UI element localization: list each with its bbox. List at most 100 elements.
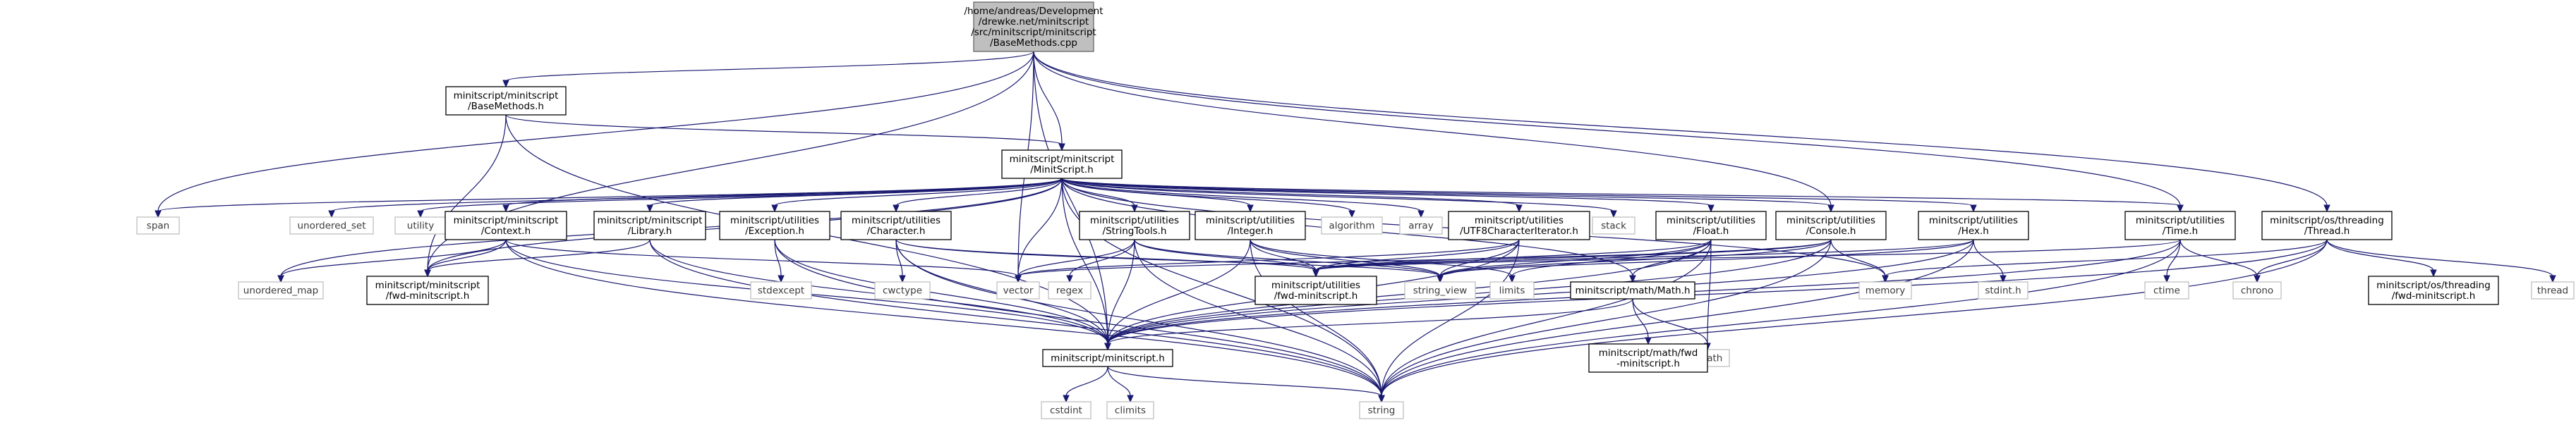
dependency-edge: [895, 239, 1441, 277]
dependency-edge: [1885, 239, 2328, 277]
node-label: minitscript/minitscript: [375, 280, 480, 291]
node-fwd-minitscript-h[interactable]: minitscript/minitscript/fwd-minitscript.…: [366, 276, 489, 305]
node-label: regex: [1056, 285, 1083, 297]
dependency-edge: [1250, 239, 1317, 271]
dependency-edge: [1017, 239, 1832, 277]
node-box: [996, 281, 1040, 300]
node-utilities-fwd-h[interactable]: minitscript/utilities/fwd-minitscript.h: [1254, 276, 1377, 305]
nodes-layer: /home/andreas/Development/drewke.net/min…: [136, 1, 2575, 419]
node-stdint-h: stdint.h: [1978, 281, 2028, 300]
node-thread: thread: [2531, 281, 2575, 300]
dependency-edge: [1061, 178, 1422, 212]
dependency-edge: [1033, 51, 2181, 207]
node-label: algorithm: [1329, 221, 1374, 232]
dependency-edge: [1134, 239, 1382, 397]
dependency-edge: [774, 239, 1108, 345]
node-label: chrono: [2241, 285, 2273, 297]
node-string-view: string_view: [1404, 281, 1476, 300]
dependency-edge: [1061, 178, 1614, 212]
edge-arrowhead: [893, 204, 900, 213]
node-label: vector: [1003, 285, 1034, 297]
dependency-edge: [1973, 239, 2004, 277]
dependency-edge: [1381, 239, 2328, 397]
edge-arrowhead: [1707, 204, 1715, 213]
node-ctime: ctime: [2144, 281, 2189, 300]
node-thread-h[interactable]: minitscript/os/threading/Thread.h: [2261, 211, 2393, 240]
dependency-edge: [1107, 239, 2328, 345]
node-label: minitscript/utilities: [1206, 215, 1295, 226]
edge-arrowhead: [2177, 204, 2184, 213]
node-box: [750, 281, 812, 300]
node-box: [2124, 211, 2236, 240]
node-hex-h[interactable]: minitscript/utilities/Hex.h: [1918, 211, 2029, 240]
node-context-h[interactable]: minitscript/minitscript/Context.h: [445, 211, 567, 240]
edge-arrowhead: [1610, 210, 1617, 218]
node-library-h[interactable]: minitscript/minitscript/Library.h: [593, 211, 706, 240]
node-label: string: [1368, 405, 1396, 417]
dependency-edge: [1381, 239, 1974, 397]
dependency-edge: [2166, 239, 2181, 277]
dependency-edge: [1107, 366, 1382, 397]
node-time-h[interactable]: minitscript/utilities/Time.h: [2124, 211, 2236, 240]
node-label: minitscript/utilities: [1475, 215, 1564, 226]
node-box: [1592, 216, 1635, 235]
dependency-edge: [427, 114, 507, 271]
node-minitscript-minitscript-h[interactable]: minitscript/minitscript.h: [1042, 349, 1173, 367]
node-basemethods-h[interactable]: minitscript/minitscript/BaseMethods.h: [445, 86, 567, 116]
edge-arrowhead: [1970, 204, 1977, 213]
edge-arrowhead: [1516, 204, 1523, 213]
dependency-edge: [1017, 239, 1135, 277]
dependency-edge: [1315, 239, 2181, 271]
dependency-edge: [1061, 178, 1712, 207]
node-math-h[interactable]: minitscript/math/Math.h: [1570, 281, 1695, 300]
dependency-edge: [1315, 239, 1712, 271]
edge-arrowhead: [1015, 275, 1022, 283]
dependency-edge: [2326, 239, 2553, 277]
node-box: [1399, 216, 1443, 235]
node-math-fwd-h[interactable]: minitscript/math/fwd-minitscript.h: [1588, 343, 1708, 373]
node-box: [1404, 281, 1476, 300]
node-console-h[interactable]: minitscript/utilities/Console.h: [1775, 211, 1887, 240]
node-minitscript-h[interactable]: minitscript/minitscript/MinitScript.h: [1001, 149, 1123, 179]
edge-arrowhead: [1417, 210, 1425, 218]
edge-arrowhead: [1437, 275, 1444, 283]
dependency-edge: [1017, 239, 1520, 277]
dependency-edge: [1134, 239, 1317, 271]
node-box: [840, 211, 952, 240]
dependency-edge: [1315, 239, 1520, 271]
node-array: array: [1399, 216, 1443, 235]
dependency-edge: [2326, 239, 2434, 271]
node-utf8-h[interactable]: minitscript/utilities/UTF8CharacterItera…: [1448, 211, 1590, 240]
node-float-h[interactable]: minitscript/utilities/Float.h: [1655, 211, 1767, 240]
edge-arrowhead: [1058, 143, 1065, 152]
node-label: minitscript/utilities: [1929, 215, 2018, 226]
dependency-edge: [505, 239, 1382, 397]
dependency-edge: [1107, 239, 1251, 345]
dependency-edge: [1250, 239, 1441, 277]
dependency-edge: [649, 178, 1063, 207]
dependency-edge: [1250, 239, 1513, 277]
edges-layer: [155, 51, 2556, 403]
node-box: [1570, 281, 1695, 300]
node-integer-h[interactable]: minitscript/utilities/Integer.h: [1195, 211, 1306, 240]
edge-arrowhead: [771, 204, 778, 213]
node-label: /Character.h: [867, 226, 926, 237]
node-label: /Thread.h: [2304, 226, 2350, 237]
node-thread-fwd-h[interactable]: minitscript/os/threading/fwd-minitscript…: [2368, 276, 2499, 305]
edge-arrowhead: [1063, 395, 1070, 403]
edge-arrowhead: [1827, 204, 1834, 213]
node-stringtools-h[interactable]: minitscript/utilities/StringTools.h: [1079, 211, 1190, 240]
node-exception-h[interactable]: minitscript/utilities/Exception.h: [719, 211, 830, 240]
node-box: [136, 216, 180, 235]
node-label: /home/andreas/Development: [964, 6, 1103, 17]
node-unordered-set: unordered_set: [289, 216, 374, 235]
dependency-edge: [1061, 178, 1353, 212]
node-stdexcept: stdexcept: [750, 281, 812, 300]
node-label: minitscript/utilities: [852, 215, 941, 226]
node-label: minitscript/utilities: [2136, 215, 2225, 226]
node-utility: utility: [394, 216, 447, 235]
node-box: [1254, 276, 1377, 305]
dependency-edge: [1381, 239, 1712, 397]
node-character-h[interactable]: minitscript/utilities/Character.h: [840, 211, 952, 240]
